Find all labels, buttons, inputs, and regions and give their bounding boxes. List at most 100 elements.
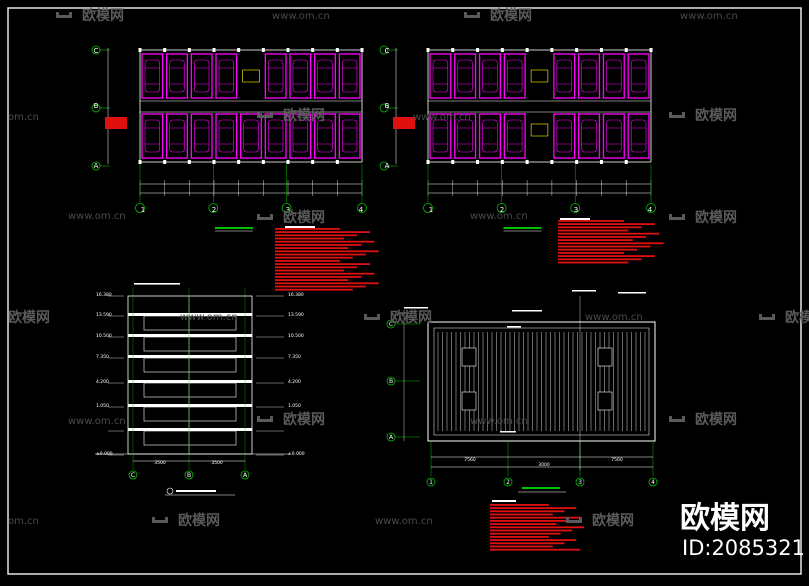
- watermark-url: www.om.cn: [680, 11, 738, 22]
- watermark-url: www.om.cn: [68, 416, 126, 427]
- note-line: [490, 510, 565, 513]
- car-outline: [292, 119, 308, 153]
- axis-label-2: 2: [506, 479, 510, 486]
- watermark-url: www.om.cn: [470, 211, 528, 222]
- note-line: [275, 256, 353, 259]
- level-label: 16.380: [288, 292, 304, 298]
- note-line: [134, 283, 180, 285]
- sofa-logo-icon: [669, 416, 685, 422]
- watermark-brand: 欧模网: [82, 7, 124, 24]
- watermark-brand: 欧模网: [592, 512, 634, 529]
- parking-bay: [454, 113, 477, 159]
- axis-bubble: [423, 203, 433, 213]
- car-outline: [556, 59, 572, 93]
- note-line: [275, 266, 358, 269]
- parking-bay: [553, 53, 576, 99]
- watermark-brand: 欧模网: [283, 209, 325, 226]
- note-line: [490, 513, 553, 516]
- floor-slab: [128, 355, 252, 358]
- column: [360, 48, 364, 52]
- car-outline: [606, 59, 622, 93]
- watermark-url: om.cn: [8, 112, 39, 123]
- axis-label-c: C: [131, 472, 135, 479]
- car-outline: [342, 59, 358, 93]
- column: [163, 160, 167, 164]
- note-line: [558, 239, 633, 241]
- note-line: [275, 263, 371, 265]
- floor-slab: [128, 404, 252, 407]
- car-outline: [243, 119, 259, 153]
- parking-bay: [314, 53, 336, 99]
- watermark-url: www.om.cn: [272, 11, 330, 22]
- floor-slab: [128, 428, 252, 431]
- roof-outline: [427, 321, 656, 442]
- parking-bay: [429, 113, 452, 159]
- note-line: [490, 526, 585, 529]
- car-outline: [144, 119, 160, 153]
- column: [476, 48, 480, 52]
- note-line: [275, 260, 340, 262]
- note-line: [275, 247, 349, 249]
- column: [187, 160, 191, 164]
- sofa-logo-icon: [257, 112, 273, 118]
- watermark-brand: 欧模网: [178, 512, 220, 529]
- parking-bay: [503, 113, 526, 159]
- column: [286, 48, 290, 52]
- note-line: [275, 253, 366, 256]
- car-outline: [482, 119, 498, 153]
- axis-label-3: 3: [574, 206, 578, 214]
- parking-bay: [166, 53, 188, 99]
- axis-label-3: 3: [286, 206, 290, 214]
- column: [649, 48, 653, 52]
- column: [550, 48, 554, 52]
- watermark-url: www.om.cn: [180, 312, 238, 323]
- level-label: 16.380: [96, 292, 112, 298]
- watermark-brand: 欧模网: [785, 309, 809, 326]
- note-line: [275, 231, 371, 233]
- car-outline: [581, 119, 597, 153]
- note-line: [558, 242, 664, 245]
- note-title: [492, 500, 516, 502]
- sofa-logo-icon: [257, 214, 273, 220]
- parking-bay: [602, 53, 625, 99]
- level-label: 7.350: [288, 354, 301, 360]
- parking-bay: [553, 113, 576, 159]
- car-outline: [457, 119, 473, 153]
- axis-label-b: B: [385, 102, 390, 110]
- parking-bay: [429, 53, 452, 99]
- axis-label-a: A: [389, 434, 394, 441]
- car-outline: [268, 59, 284, 93]
- axis-bubble: [426, 477, 436, 487]
- note-line: [558, 245, 651, 248]
- axis-bubble: [575, 477, 585, 487]
- note-title: [560, 218, 590, 220]
- parking-bay: [240, 113, 262, 159]
- floor-slab: [128, 313, 252, 316]
- column: [624, 160, 628, 164]
- car-outline: [556, 119, 572, 153]
- axis-label-a: A: [385, 162, 390, 170]
- parking-bay: [215, 53, 238, 99]
- level-label: ±0.000: [96, 451, 113, 457]
- column: [237, 48, 241, 52]
- axis-label-3: 3: [578, 479, 582, 486]
- sofa-logo-icon: [364, 314, 380, 320]
- parking-bay: [314, 113, 336, 159]
- note-line: [490, 529, 573, 532]
- axis-bubble: [503, 477, 513, 487]
- axis-bubble: [496, 203, 507, 213]
- axis-label-a: A: [94, 162, 99, 170]
- note-line: [507, 326, 521, 328]
- column: [311, 160, 315, 164]
- column: [500, 48, 504, 52]
- note-line: [558, 258, 642, 261]
- watermark-brand: 欧模网: [283, 411, 325, 428]
- note-line: [558, 261, 629, 264]
- parking-bay: [338, 53, 361, 99]
- watermark-brand: 欧模网: [490, 7, 532, 24]
- axis-bubble: [281, 203, 292, 213]
- parking-bay: [578, 113, 601, 159]
- dimension-label: 3500: [154, 460, 166, 466]
- equipment-box: [530, 69, 549, 83]
- note-line: [275, 228, 340, 230]
